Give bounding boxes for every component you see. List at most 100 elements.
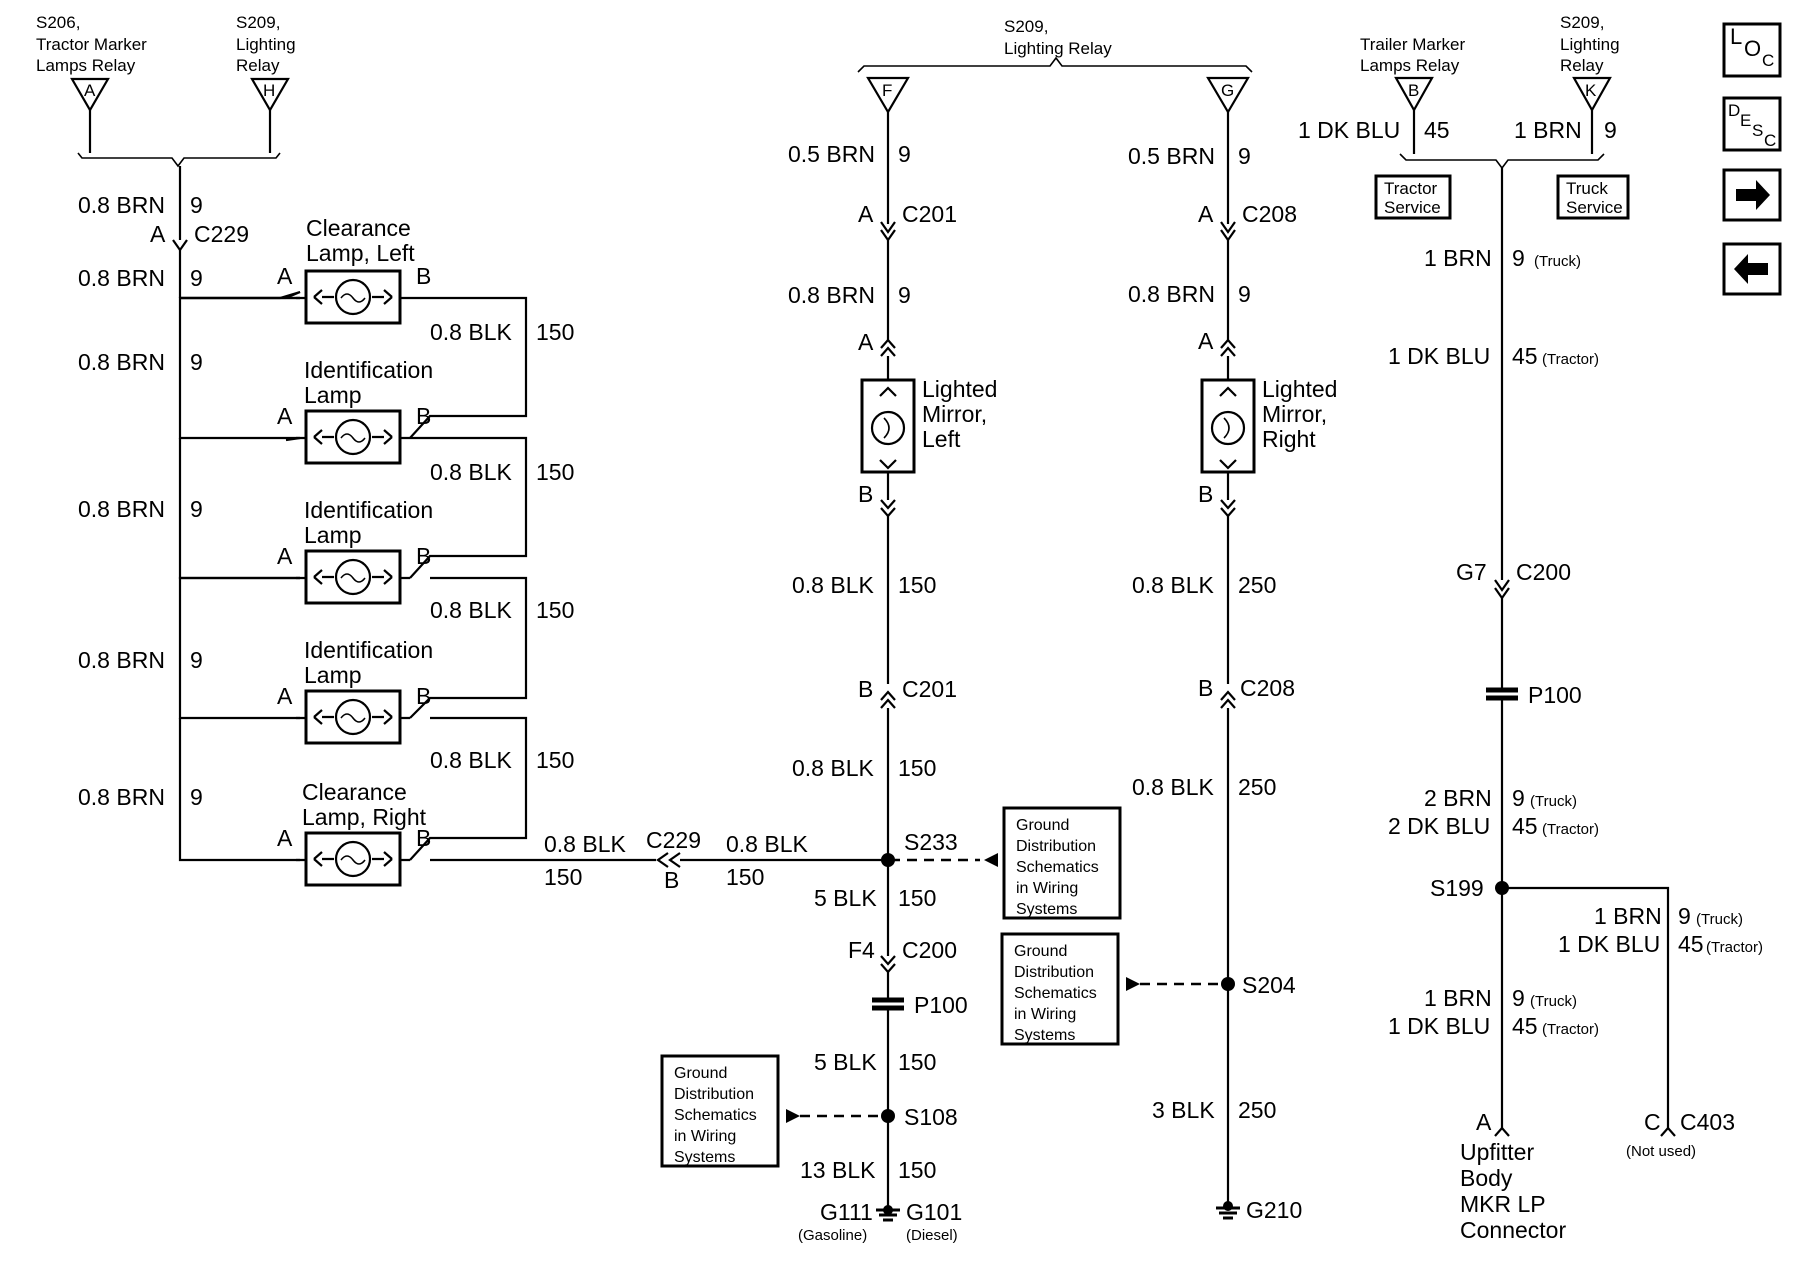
relay-line2: Lighting Relay: [1004, 39, 1112, 58]
lm-w2-circuit: 9: [898, 282, 911, 308]
nav-loc-button[interactable]: L O C: [1722, 22, 1782, 78]
right-circuit: Trailer Marker Lamps Relay B 1 DK BLU 45…: [1298, 13, 1763, 1243]
brn-gauge-2: 0.8 BRN: [78, 349, 165, 375]
blk-gauge-2: 0.8 BLK: [430, 459, 512, 485]
nav-next-button[interactable]: [1722, 168, 1782, 222]
desc-l2: E: [1740, 111, 1751, 130]
tr-w7-note: (Truck): [1530, 993, 1577, 1010]
s209h-terminal-icon: [250, 77, 290, 113]
lamp-4-pin-b: B: [416, 683, 431, 709]
lm-w4-gauge: 0.8 BLK: [792, 755, 874, 781]
tr-w4-gauge: 2 DK BLU: [1388, 813, 1490, 839]
brn-gauge-5: 0.8 BRN: [78, 784, 165, 810]
opt2-line2: Service: [1566, 198, 1623, 217]
bulb-icon: [334, 278, 372, 316]
gb2-l2: Distribution: [1014, 964, 1094, 981]
blk-gauge-4: 0.8 BLK: [430, 747, 512, 773]
relay-terminal-f-icon: [866, 76, 910, 115]
nav-prev-button[interactable]: [1722, 242, 1782, 296]
rm-w2-gauge: 0.8 BRN: [1128, 281, 1215, 307]
lm-w7-gauge: 13 BLK: [800, 1157, 876, 1183]
rm-w1-gauge: 0.5 BRN: [1128, 143, 1215, 169]
tr-src1-circuit: 45: [1424, 117, 1450, 143]
tr-splice: S199: [1430, 875, 1484, 901]
tr-connc-name: C403: [1680, 1109, 1735, 1135]
lamp-5-pin-a: A: [277, 825, 293, 851]
lm-c1-pin: A: [858, 201, 874, 227]
brn-circuit-3: 9: [190, 496, 203, 522]
tr-c1-name: C200: [1516, 559, 1571, 585]
lamp-1-pin-b: B: [416, 263, 431, 289]
s206-line3: Lamps Relay: [36, 56, 136, 75]
out-wire-circuit: 150: [544, 864, 582, 890]
lm-c3-pin: F4: [848, 937, 875, 963]
tr-src2-circuit: 9: [1604, 117, 1617, 143]
lm-c1-name: C201: [902, 201, 957, 227]
brn-gauge-1: 0.8 BRN: [78, 265, 165, 291]
tr-w1-gauge: 1 BRN: [1424, 245, 1492, 271]
lamp-2-line2: Lamp: [304, 382, 362, 408]
lm-w2-gauge: 0.8 BRN: [788, 282, 875, 308]
lm-g1-note: (Gasoline): [798, 1227, 867, 1244]
s206-line2: Tractor Marker: [36, 35, 147, 54]
rm-ground: G210: [1246, 1197, 1302, 1223]
tr-src2-gauge: 1 BRN: [1514, 117, 1582, 143]
lm-w5-gauge: 5 BLK: [814, 885, 877, 911]
tr-w6-gauge: 1 DK BLU: [1558, 931, 1660, 957]
s209h-line3: Relay: [236, 56, 280, 75]
brn-circuit-4: 9: [190, 647, 203, 673]
gb2-l3: Schematics: [1014, 985, 1097, 1002]
lamp-identification-2: Identification Lamp A B: [277, 497, 433, 605]
s108-splice-dot: [881, 1109, 895, 1123]
right-arrow-icon: [1736, 180, 1770, 210]
tr-conna-l3: MKR LP: [1460, 1191, 1546, 1217]
rm-w4-gauge: 0.8 BLK: [1132, 774, 1214, 800]
gb1-l5: Systems: [1016, 901, 1077, 918]
lm-w1-gauge: 0.5 BRN: [788, 141, 875, 167]
lm-c2-pin: B: [858, 676, 873, 702]
s204-splice-dot: [1221, 977, 1235, 991]
out-wire-gauge: 0.8 BLK: [544, 831, 626, 857]
in-wire-circuit: 150: [726, 864, 764, 890]
ground-box-s108[interactable]: Ground Distribution Schematics in Wiring…: [660, 1054, 780, 1168]
option-tractor-service: [1374, 174, 1452, 220]
ground-ref-arrow-icon: [786, 1109, 800, 1123]
tr-conna-l1: Upfitter: [1460, 1139, 1534, 1165]
tr-w8-note: (Tractor): [1542, 1021, 1599, 1038]
tr-w8-circuit: 45: [1512, 1013, 1538, 1039]
ground-box-s233[interactable]: Ground Distribution Schematics in Wiring…: [1002, 806, 1122, 920]
lamp-5-line1: Clearance: [302, 779, 407, 805]
tr-src1-line1: Trailer Marker: [1360, 35, 1465, 54]
rm-pin-b: B: [1198, 481, 1213, 507]
tr-src1-line2: Lamps Relay: [1360, 56, 1460, 75]
left-arrow-icon: [1734, 254, 1768, 284]
rm-c2-name: C208: [1240, 675, 1295, 701]
lm-mirror-line3: Left: [922, 426, 961, 452]
opt1-line2: Service: [1384, 198, 1441, 217]
bulb-icon: [334, 840, 372, 878]
ground-box-s204[interactable]: Ground Distribution Schematics in Wiring…: [1000, 932, 1120, 1046]
lm-w6-circuit: 150: [898, 1049, 936, 1075]
gb1-l3: Schematics: [1016, 859, 1099, 876]
s209h-name: S209,: [236, 13, 280, 32]
nav-desc-button[interactable]: D E S C: [1722, 96, 1782, 152]
ground-ref-arrow-icon: [984, 853, 998, 867]
lm-g2-name: G101: [906, 1199, 962, 1225]
relay-pin-g: G: [1221, 81, 1234, 100]
desc-l3: S: [1752, 121, 1763, 140]
out-conn-pin: B: [664, 867, 679, 893]
lamp-clearance-right: Clearance Lamp, Right A B: [277, 779, 431, 887]
brn-circuit-2: 9: [190, 349, 203, 375]
tr-w8-gauge: 1 DK BLU: [1388, 1013, 1490, 1039]
lm-splice2: S108: [904, 1104, 958, 1130]
lamp-5-pin-b: B: [416, 825, 431, 851]
lm-pin-b: B: [858, 481, 873, 507]
lamp-2-pin-b: B: [416, 403, 431, 429]
lm-w5-circuit: 150: [898, 885, 936, 911]
p100-right-pass-through-icon: [1486, 687, 1518, 701]
brn-circuit-1: 9: [190, 265, 203, 291]
tr-w4-circuit: 45: [1512, 813, 1538, 839]
option-truck-service: [1556, 174, 1630, 220]
tr-w7-circuit: 9: [1512, 985, 1525, 1011]
